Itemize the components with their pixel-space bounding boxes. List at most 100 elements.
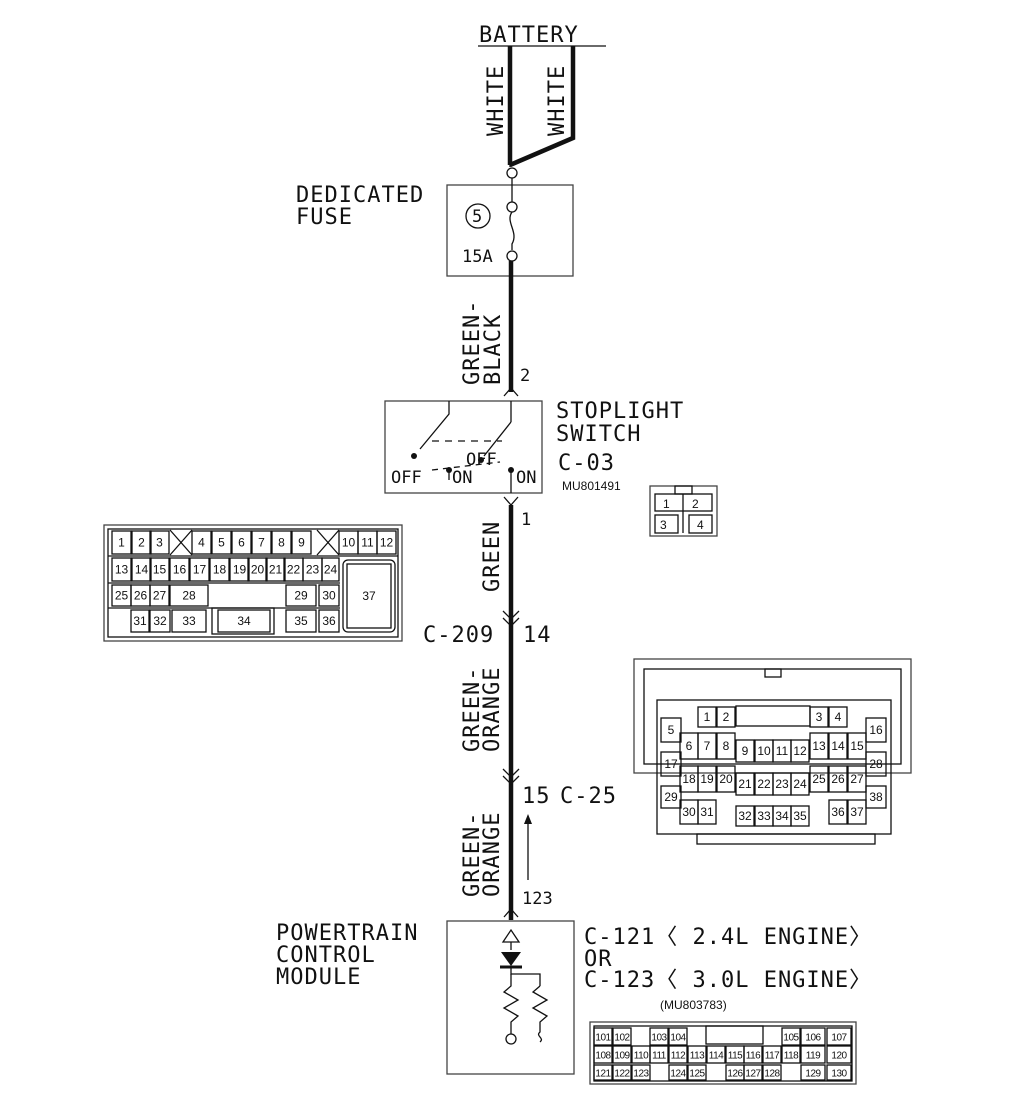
wire-color-green-orange-2a: GREEN- [460, 812, 485, 897]
c209-pin-35: 35 [294, 614, 308, 628]
c25-cell-12 [790, 739, 810, 763]
pcm-pin-119: 119 [806, 1051, 821, 1062]
c25-pin-37: 37 [850, 805, 864, 819]
pcm-part-number: (MU803783) [660, 998, 727, 1012]
c209-pin-14: 14 [135, 563, 149, 577]
stoplight-switch-box [384, 400, 543, 494]
c25-pin-26: 26 [831, 772, 845, 786]
wire-color-green-orange-2b: ORANGE [480, 812, 505, 897]
pcm-cell-101 [593, 1027, 613, 1046]
c209-cell-4 [191, 530, 212, 555]
pcm-pin-106: 106 [805, 1033, 821, 1044]
pcm-cell-129 [800, 1064, 826, 1081]
c209-pin-31: 31 [133, 614, 147, 628]
c209-pin-10: 10 [342, 536, 356, 550]
pcm-cell-106 [800, 1027, 826, 1046]
c25-pin-38: 38 [869, 790, 883, 804]
c25-cell-4 [828, 706, 848, 728]
c209-pin: 14 [523, 623, 552, 648]
c25-cell-32 [735, 805, 755, 827]
pcm-cell-104 [668, 1027, 688, 1046]
c25-cell-9 [735, 739, 755, 763]
c25-pin-16: 16 [869, 723, 883, 737]
pcm-pin-115: 115 [728, 1051, 743, 1062]
c209-cell-21 [265, 557, 286, 582]
c25-cell-26 [828, 765, 848, 793]
c209-pin-5: 5 [218, 536, 225, 550]
c209-cell-28 [169, 584, 209, 607]
c25-cell-21 [735, 772, 755, 796]
c25-pin-14: 14 [831, 739, 845, 753]
c209-pin-12: 12 [380, 536, 394, 550]
c25-pin-20: 20 [719, 772, 733, 786]
pcm-cell-117 [762, 1045, 782, 1064]
fuse-title-line2: FUSE [296, 205, 353, 230]
c25-cell-27 [847, 765, 867, 793]
pcm-connector-or: OR [584, 947, 613, 972]
pcm-pin-104: 104 [670, 1033, 686, 1044]
pcm-cell-122 [612, 1064, 632, 1081]
connector-arrow-switch-bottom [503, 496, 519, 506]
c209-connector-face [103, 524, 403, 642]
pcm-cell-125 [687, 1064, 707, 1081]
c209-pin-20: 20 [251, 563, 265, 577]
switch-pos-off-right: OFF [466, 450, 497, 470]
c25-pin-13: 13 [812, 739, 826, 753]
c25-pin-5: 5 [668, 723, 675, 737]
c209-cell-3 [149, 530, 170, 555]
pcm-title-line2: CONTROL [276, 943, 376, 968]
c25-cell-7 [697, 732, 717, 760]
c209-cell-19 [229, 557, 250, 582]
c209-pin-37: 37 [362, 589, 376, 603]
c209-cell-15 [149, 557, 170, 582]
c209-pin-24: 24 [324, 563, 338, 577]
c03-pin-2: 2 [692, 497, 699, 511]
pcm-pin-105: 105 [783, 1033, 799, 1044]
c25-pin-6: 6 [686, 739, 693, 753]
pcm-pin-123: 123 [633, 1069, 649, 1080]
pcm-pin-118: 118 [784, 1051, 799, 1062]
c25-pin-22: 22 [757, 777, 771, 791]
pcm-pin-117: 117 [765, 1051, 780, 1062]
c25-pin: 15 [522, 784, 551, 809]
c209-pin-9: 9 [298, 536, 305, 550]
pcm-pin-111: 111 [652, 1051, 667, 1062]
fuse-title-line1: DEDICATED [296, 183, 424, 208]
c209-cell-6 [231, 530, 252, 555]
pcm-cell-107 [826, 1027, 852, 1046]
pcm-pin-108: 108 [595, 1051, 611, 1062]
pcm-pin-130: 130 [831, 1069, 847, 1080]
c209-pin-17: 17 [193, 563, 207, 577]
c25-pin-2: 2 [723, 710, 730, 724]
pcm-pin-103: 103 [651, 1033, 667, 1044]
pcm-cell-130 [826, 1064, 852, 1081]
c209-cell-34 [217, 609, 271, 633]
c209-cell-2 [131, 530, 152, 555]
c25-pin-28: 28 [869, 757, 883, 771]
c209-pin-26: 26 [134, 589, 148, 603]
fuse-terminal-mid [506, 201, 518, 213]
pcm-cell-112 [668, 1045, 688, 1064]
pcm-cell-102 [612, 1027, 632, 1046]
connector-arrow-switch-top [503, 387, 519, 397]
pcm-cell-109 [612, 1045, 632, 1064]
c25-pin-23: 23 [775, 777, 789, 791]
c209-cell-14 [131, 557, 152, 582]
c25-cell-29 [660, 785, 682, 809]
c25-cell-8 [716, 732, 736, 760]
c209-cell-1 [111, 530, 132, 555]
c25-cell-37 [847, 799, 867, 825]
pcm-pin-128: 128 [764, 1069, 780, 1080]
pcm-cell-105 [781, 1027, 801, 1046]
pcm-cell-108 [593, 1045, 613, 1064]
c209-pin-7: 7 [258, 536, 265, 550]
c209-cell-20 [247, 557, 268, 582]
c209-cell-31 [130, 609, 150, 633]
switch-pin-in: 2 [520, 366, 530, 386]
c209-cell-32 [149, 609, 171, 633]
c03-pin-4: 4 [697, 518, 704, 532]
pcm-cell-103 [649, 1027, 669, 1046]
c25-pin-34: 34 [775, 809, 789, 823]
pcm-title-line3: MODULE [276, 965, 361, 990]
